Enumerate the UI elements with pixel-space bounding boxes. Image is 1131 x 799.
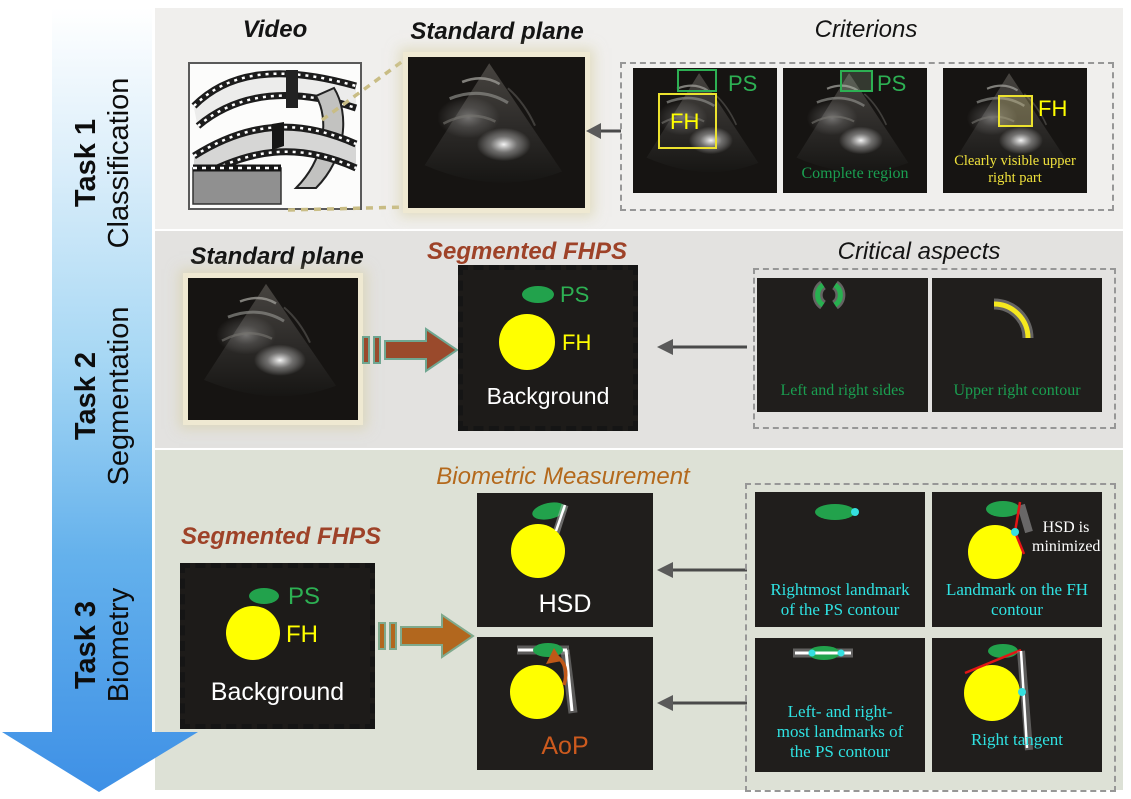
biometric-measurement-title: Biometric Measurement (436, 463, 690, 490)
fh-circle (226, 606, 280, 660)
fh-label: FH (286, 621, 318, 648)
biometry-arrow (378, 613, 475, 659)
ps-ellipse (522, 286, 554, 303)
criterion-thumb-3 (943, 68, 1087, 193)
hsd-label: HSD (538, 590, 592, 618)
task3-name: Biometry (103, 587, 135, 703)
segmented-fhps-panel-task3: PS FH Background (180, 563, 375, 729)
left-right-sides-caption: Left and right sides (780, 382, 905, 399)
ps-box-overlay-2 (840, 70, 873, 92)
task3-label: Task 3 Biometry (70, 588, 136, 702)
row-classification: Video Standa (155, 8, 1123, 229)
fh-landmark-thumb: HSD is minimized Landmark on the FH cont… (932, 492, 1102, 627)
aop-label: AoP (541, 732, 589, 760)
standard-plane-title-task2: Standard plane (190, 243, 364, 270)
task1-name: Classification (103, 77, 135, 249)
fh-landmark-caption: Landmark on the FH contour (945, 580, 1089, 619)
fh-label-thumb3: FH (1038, 96, 1068, 121)
film-strip-image (188, 62, 362, 210)
task3-number: Task 3 (70, 600, 102, 690)
fh-circle (499, 314, 555, 370)
fh-label-thumb1: FH (670, 109, 700, 134)
segmented-fhps-panel-task2: PS FH Background (458, 265, 638, 431)
aspects-to-segmented-arrow (657, 339, 747, 355)
hsd-minimized-note: HSD is minimized (1032, 519, 1101, 555)
task2-name: Segmentation (103, 306, 135, 486)
aspect-left-right-thumb: Left and right sides (757, 278, 928, 412)
rightmost-ps-caption: Rightmost landmark of the PS contour (770, 580, 910, 619)
ultrasound-standard-plane-task1 (408, 57, 585, 208)
landmarks-to-aop-arrow (657, 695, 747, 711)
ps-label-thumb1: PS (728, 71, 758, 96)
landmarks-to-hsd-arrow (657, 562, 747, 578)
task2-label: Task 2 Segmentation (70, 307, 136, 486)
ultrasound-standard-plane-task2 (188, 278, 358, 420)
hsd-panel: HSD (477, 493, 653, 627)
ps-landmarks-caption: Left- and right- most landmarks of the P… (776, 702, 904, 761)
segmentation-arrow (362, 327, 459, 373)
ps-label-thumb2: PS (877, 71, 907, 96)
segmented-fhps-title-task2: Segmented FHPS (426, 238, 628, 265)
row-segmentation: Standard plane Segmented FHPS PS FH Back… (155, 231, 1123, 448)
video-title: Video (242, 16, 308, 43)
background-label: Background (486, 383, 610, 409)
upper-right-contour-caption: Upper right contour (953, 382, 1081, 399)
clearly-visible-caption: Clearly visible upper right part (954, 153, 1076, 186)
standard-plane-title-task1: Standard plane (410, 18, 584, 45)
complete-region-caption: Complete region (801, 165, 909, 182)
ps-landmarks-thumb: Left- and right- most landmarks of the P… (755, 638, 925, 772)
ps-ellipse (249, 588, 279, 604)
biometry-details-box (745, 483, 1116, 792)
criterions-title: Criterions (814, 16, 918, 43)
ps-box-overlay (677, 69, 717, 92)
criterion-thumb-1 (633, 68, 777, 193)
task1-label: Task 1 Classification (70, 78, 136, 249)
criterion-thumb-2 (783, 68, 927, 193)
criterions-to-plane-arrow (586, 123, 621, 139)
critical-aspects-box (753, 268, 1116, 429)
ps-label: PS (288, 583, 321, 610)
aop-panel: AoP (477, 637, 653, 770)
fh-box-overlay (658, 93, 717, 149)
critical-aspects-title: Critical aspects (837, 238, 1001, 265)
ps-label: PS (560, 282, 590, 307)
task1-number: Task 1 (70, 118, 102, 208)
segmented-fhps-title-task3: Segmented FHPS (180, 523, 382, 550)
criterions-box (620, 62, 1114, 211)
aspect-upper-right-thumb: Upper right contour (932, 278, 1102, 412)
row-biometry: Segmented FHPS PS FH Background Biometri… (155, 450, 1123, 792)
task2-number: Task 2 (70, 351, 102, 441)
rightmost-ps-landmark-thumb: Rightmost landmark of the PS contour (755, 492, 925, 627)
right-tangent-caption: Right tangent (970, 730, 1064, 749)
background-label: Background (210, 678, 345, 706)
fh-box-overlay-3 (998, 95, 1033, 127)
right-tangent-thumb: Right tangent (932, 638, 1102, 772)
fh-label: FH (562, 330, 592, 355)
task-flow-arrow (2, 8, 198, 792)
